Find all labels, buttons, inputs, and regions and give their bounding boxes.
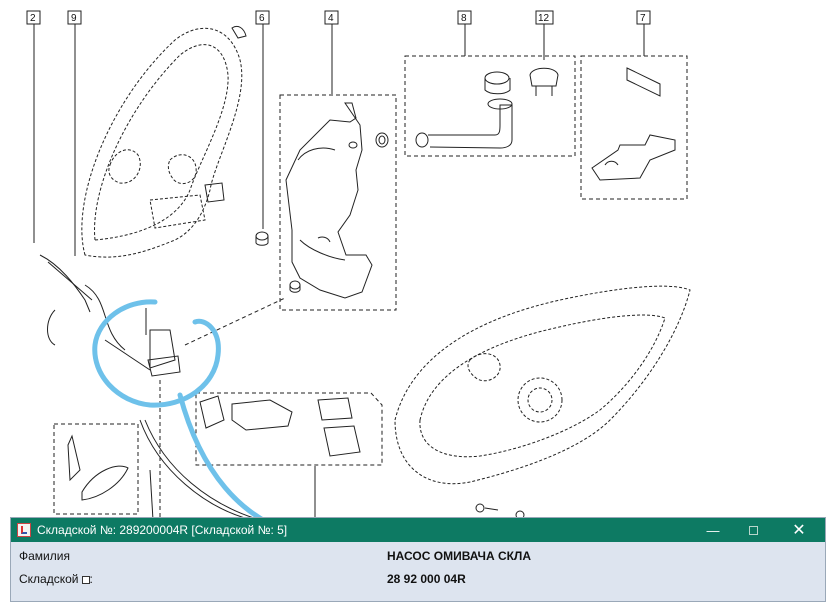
callout-8[interactable]: 8 xyxy=(457,10,472,56)
headlamp-left-detail xyxy=(204,25,247,203)
cover-part-drawing xyxy=(67,434,129,501)
filler-neck-drawing xyxy=(375,71,513,149)
connector-parts-drawing xyxy=(199,395,361,520)
highlight-circle xyxy=(92,299,221,408)
washer-hoses xyxy=(39,254,261,520)
part-name-label: Фамилия xyxy=(19,549,70,563)
clip-drawing xyxy=(529,67,559,96)
highlight-arrow xyxy=(177,392,269,520)
checkbox-icon[interactable] xyxy=(81,576,90,584)
washer-reservoir-drawing xyxy=(285,102,373,299)
part-info-window[interactable]: Складской №: 289200004R [Складской №: 5]… xyxy=(10,517,826,602)
part-number-label: Складской xyxy=(19,572,79,586)
part-name-value: НАСОС ОМИВАЧА СКЛА xyxy=(387,549,532,563)
callout-2[interactable]: 2 xyxy=(26,10,41,243)
part-number-label-suffix: : xyxy=(89,572,93,586)
window-title: Складской №: 289200004R [Складской №: 5] xyxy=(37,523,288,537)
callout-12-label: 12 xyxy=(538,13,550,24)
callout-9-label: 9 xyxy=(71,13,77,24)
group-boxes xyxy=(53,55,688,515)
washer-pump-drawing xyxy=(104,308,181,377)
maximize-icon xyxy=(748,525,758,535)
close-button[interactable]: ✕ xyxy=(792,522,806,539)
callout-4[interactable]: 4 xyxy=(324,10,339,94)
callout-7-label: 7 xyxy=(640,13,646,24)
headlamp-right-drawing xyxy=(394,285,691,485)
window-titlebar[interactable]: Складской №: 289200004R [Складской №: 5]… xyxy=(11,518,825,542)
callout-6[interactable]: 6 xyxy=(255,10,270,229)
callout-9[interactable]: 9 xyxy=(67,10,82,256)
bracket-drawing xyxy=(591,67,676,181)
callout-4-label: 4 xyxy=(328,13,334,24)
grommet-parts xyxy=(255,231,301,293)
highlight-annotation xyxy=(92,299,269,520)
callout-12[interactable]: 12 xyxy=(535,10,554,60)
headlamp-left-drawing xyxy=(81,27,243,258)
callout-7[interactable]: 7 xyxy=(636,10,651,56)
java-app-icon xyxy=(17,523,31,537)
callout-2-label: 2 xyxy=(30,13,36,24)
part-number-value: 28 92 000 04R xyxy=(387,572,466,586)
minimize-button[interactable]: — xyxy=(706,522,720,538)
parts-diagram: 2 9 6 4 8 12 7 xyxy=(26,10,691,520)
maximize-button[interactable] xyxy=(733,518,773,542)
callout-6-label: 6 xyxy=(259,13,265,24)
callout-8-label: 8 xyxy=(461,13,467,24)
